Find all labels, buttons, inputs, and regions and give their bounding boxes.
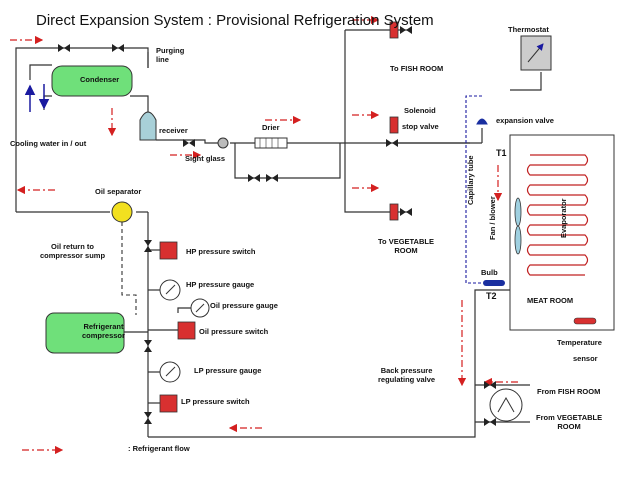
condenser — [51, 65, 133, 97]
expansion-valve — [476, 118, 488, 125]
stop-valve-label: stop valve — [402, 122, 439, 131]
t1-label: T1 — [496, 148, 507, 158]
cooling-water-arrows — [24, 84, 50, 112]
temperature-sensor-label-2: sensor — [573, 354, 598, 363]
evaporator-label: Evaporator — [559, 198, 568, 238]
meat-room-label: MEAT ROOM — [527, 296, 574, 305]
fan-blower-label: Fan / blower — [488, 196, 497, 240]
solenoid-valve-vegetable — [389, 203, 399, 221]
bulb — [483, 280, 505, 286]
back-pressure-regulating-valve — [489, 388, 523, 422]
oil-return-label: Oil return to compressor sump — [40, 242, 106, 260]
receiver-label: receiver — [159, 126, 188, 135]
capillary-tube-label: Capillary tube — [466, 155, 475, 205]
compressor-label: Refrigerant compressor — [82, 322, 125, 340]
temperature-sensor-label-1: Temperature — [557, 338, 602, 347]
bulb-label: Bulb — [481, 268, 498, 277]
sight-glass — [217, 137, 229, 149]
receiver — [139, 111, 157, 141]
from-vegetable-room-label: From VEGETABLE ROOM — [536, 413, 603, 431]
cooling-water-label: Cooling water in / out — [10, 139, 87, 148]
diagram-title: Direct Expansion System : Provisional Re… — [36, 12, 434, 29]
purging-line-label: Purging line — [156, 46, 185, 64]
oil-pressure-gauge-label: Oil pressure gauge — [210, 301, 278, 310]
to-fish-room-label: To FISH ROOM — [390, 64, 444, 73]
t2-label: T2 — [486, 291, 497, 301]
back-pressure-valve-spring — [497, 396, 515, 413]
thermostat-needle — [527, 43, 544, 63]
refrigerant-pipework — [15, 29, 542, 438]
oil-pressure-switch-label: Oil pressure switch — [199, 327, 269, 336]
from-fish-room-label: From FISH ROOM — [537, 387, 601, 396]
valves — [58, 26, 496, 426]
drier-hatch — [259, 138, 279, 148]
hp-pressure-switch — [159, 241, 178, 260]
hp-pressure-switch-label: HP pressure switch — [186, 247, 256, 256]
hp-pressure-gauge-label: HP pressure gauge — [186, 280, 255, 289]
capillary-tube-line — [465, 95, 482, 284]
oil-separator-label: Oil separator — [95, 187, 142, 196]
lp-pressure-switch — [159, 394, 178, 413]
gauge-needles — [165, 284, 205, 377]
lp-pressure-switch-label: LP pressure switch — [181, 397, 250, 406]
oil-pressure-switch — [177, 321, 196, 340]
fan-blade-bottom — [514, 225, 522, 255]
solenoid-valve-fish — [389, 21, 399, 39]
fan-blade-top — [514, 197, 522, 227]
oil-separator — [111, 201, 133, 223]
expansion-valve-label: expansion valve — [496, 116, 554, 125]
temperature-sensor — [573, 317, 597, 325]
drier-label: Drier — [262, 123, 280, 132]
drier — [254, 137, 288, 149]
solenoid-label: Solenoid — [404, 106, 436, 115]
to-vegetable-room-label: To VEGETABLE ROOM — [378, 237, 434, 255]
meat-room — [509, 134, 615, 331]
evaporator-coil — [526, 154, 589, 276]
condenser-label: Condenser — [80, 75, 120, 84]
legend-label: : Refrigerant flow — [128, 444, 190, 453]
sight-glass-label: Sight glass — [185, 154, 226, 163]
thermostat-label: Thermostat — [508, 25, 549, 34]
lp-pressure-gauge-label: LP pressure gauge — [194, 366, 262, 375]
oil-return-line — [121, 222, 137, 315]
back-pressure-valve-label: Back pressure regulating valve — [378, 366, 436, 384]
refrigerant-compressor — [45, 312, 125, 354]
solenoid-valve-meat — [389, 116, 399, 134]
